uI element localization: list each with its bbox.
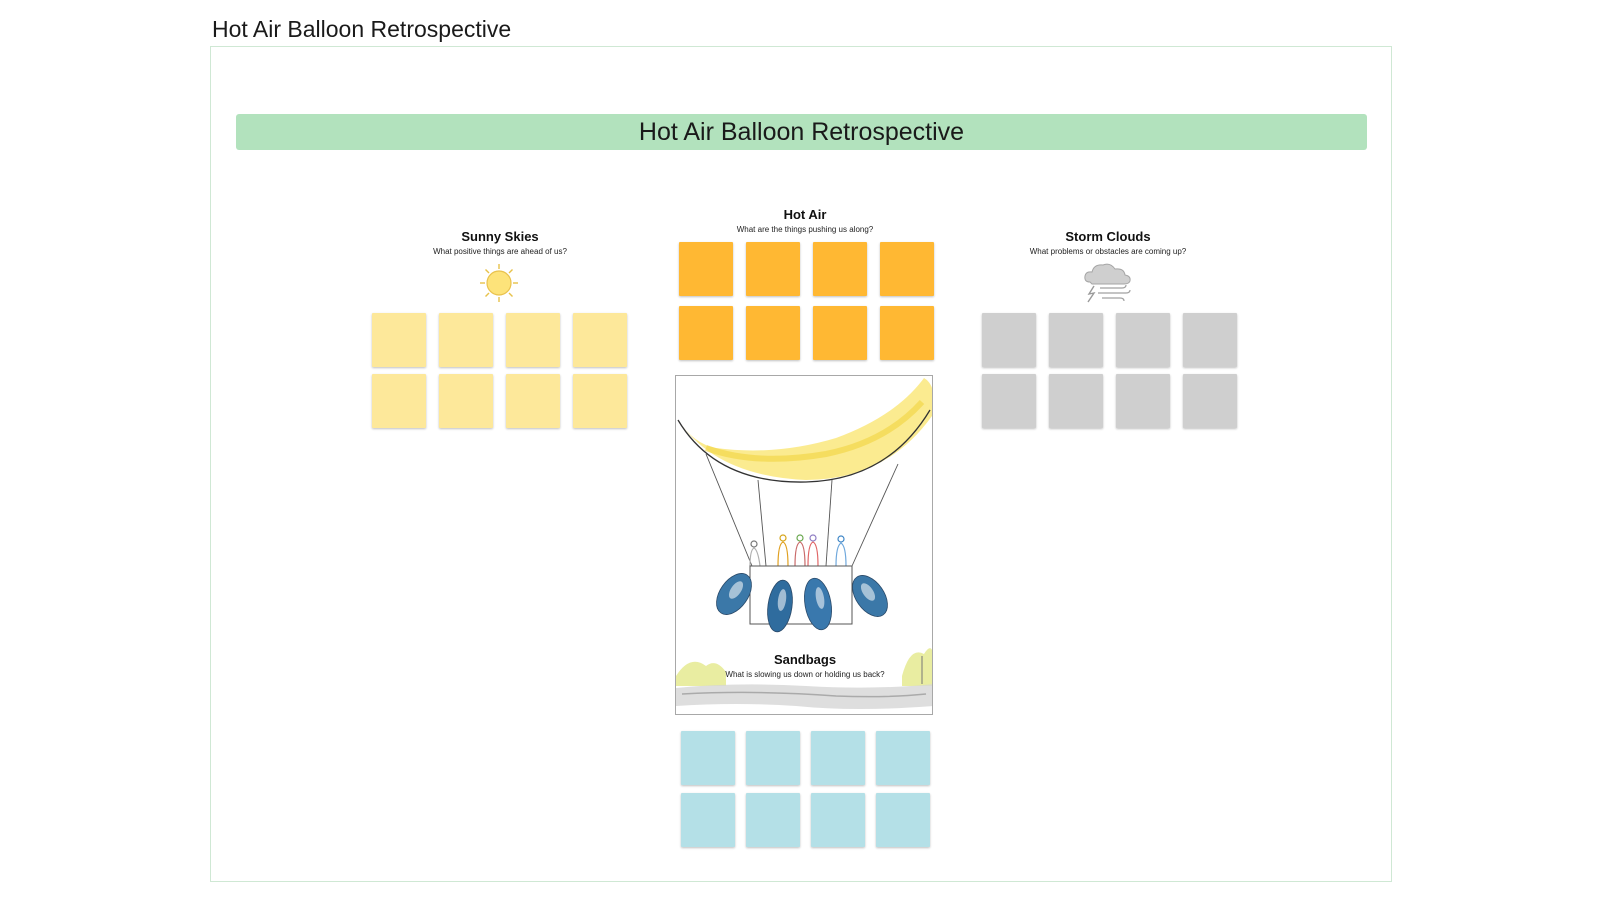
- sunny-skies-sticky-note[interactable]: [372, 313, 426, 367]
- sunny-skies-sticky-note[interactable]: [506, 313, 560, 367]
- sandbags-sticky-note[interactable]: [746, 731, 800, 785]
- sunny-skies-notes: [372, 313, 627, 428]
- hot-air-sticky-note[interactable]: [880, 242, 934, 296]
- storm-clouds-notes: [982, 313, 1237, 428]
- hot-air-sticky-note[interactable]: [813, 242, 867, 296]
- storm-clouds-sticky-note[interactable]: [1183, 313, 1237, 367]
- hot-air-balloon-card[interactable]: Sandbags What is slowing us down or hold…: [675, 375, 933, 715]
- hot-air-subtitle: What are the things pushing us along?: [736, 225, 874, 234]
- sandbags-sticky-note[interactable]: [681, 731, 735, 785]
- document-title: Hot Air Balloon Retrospective: [212, 16, 512, 42]
- sunny-skies-sticky-note[interactable]: [573, 374, 627, 428]
- storm-cloud-icon: [1084, 263, 1131, 303]
- storm-clouds-title: Storm Clouds: [1065, 229, 1151, 244]
- storm-clouds-sticky-note[interactable]: [1049, 374, 1103, 428]
- hot-air-sticky-note[interactable]: [679, 242, 733, 296]
- sunny-skies-subtitle: What positive things are ahead of us?: [433, 247, 567, 256]
- sandbags-sticky-note[interactable]: [746, 793, 800, 847]
- sandbags-sticky-note[interactable]: [876, 793, 930, 847]
- hot-air-sticky-note[interactable]: [746, 242, 800, 296]
- sandbags-sticky-note[interactable]: [876, 731, 930, 785]
- hot-air-sticky-note[interactable]: [880, 306, 934, 360]
- storm-clouds-sticky-note[interactable]: [982, 374, 1036, 428]
- sandbags-notes: [681, 731, 930, 847]
- hot-air-sticky-note[interactable]: [746, 306, 800, 360]
- storm-clouds-sticky-note[interactable]: [1116, 313, 1170, 367]
- storm-clouds-sticky-note[interactable]: [1049, 313, 1103, 367]
- hot-air-sticky-note[interactable]: [679, 306, 733, 360]
- storm-clouds-subtitle: What problems or obstacles are coming up…: [1029, 247, 1187, 256]
- sandbags-sticky-note[interactable]: [681, 793, 735, 847]
- sandbags-sticky-note[interactable]: [811, 731, 865, 785]
- hot-air-title: Hot Air: [783, 207, 827, 222]
- sunny-skies-title: Sunny Skies: [461, 229, 539, 244]
- sandbags-header: Sandbags What is slowing us down or hold…: [676, 652, 932, 679]
- sandbags-subtitle: What is slowing us down or holding us ba…: [725, 670, 885, 679]
- sunny-skies-sticky-note[interactable]: [506, 374, 560, 428]
- storm-clouds-header: Storm Clouds What problems or obstacles …: [1008, 229, 1208, 256]
- sun-icon: [480, 264, 518, 302]
- sunny-skies-header: Sunny Skies What positive things are ahe…: [400, 229, 600, 256]
- hot-air-notes: [679, 242, 934, 360]
- sunny-skies-sticky-note[interactable]: [573, 313, 627, 367]
- storm-clouds-sticky-note[interactable]: [1116, 374, 1170, 428]
- sunny-skies-sticky-note[interactable]: [439, 374, 493, 428]
- hot-air-header: Hot Air What are the things pushing us a…: [705, 207, 905, 234]
- sunny-skies-sticky-note[interactable]: [372, 374, 426, 428]
- sunny-skies-sticky-note[interactable]: [439, 313, 493, 367]
- hot-air-balloon-illustration: [676, 378, 932, 709]
- hot-air-sticky-note[interactable]: [813, 306, 867, 360]
- board-banner-title[interactable]: Hot Air Balloon Retrospective: [236, 114, 1367, 150]
- sandbags-sticky-note[interactable]: [811, 793, 865, 847]
- storm-clouds-sticky-note[interactable]: [1183, 374, 1237, 428]
- storm-clouds-sticky-note[interactable]: [982, 313, 1036, 367]
- sandbags-title: Sandbags: [773, 652, 837, 667]
